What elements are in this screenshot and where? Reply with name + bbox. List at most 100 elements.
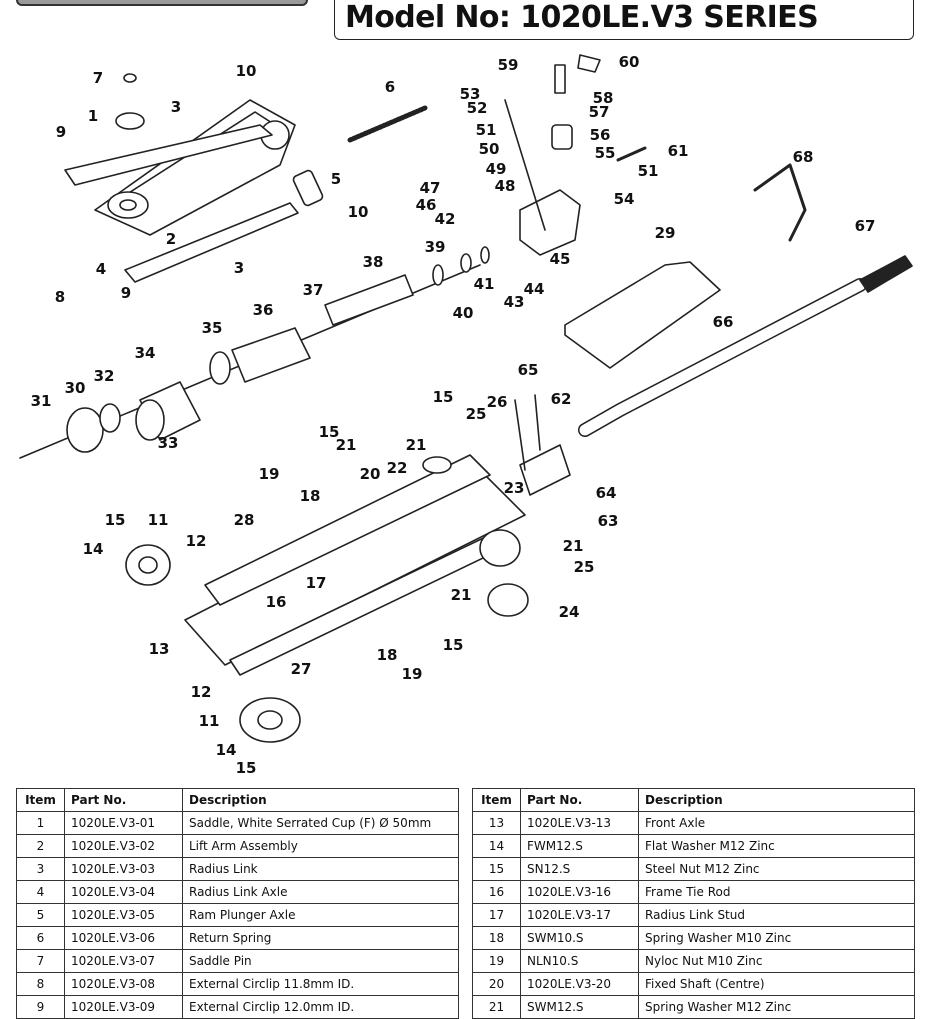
part-callout: 16 <box>266 593 287 611</box>
part-callout: 62 <box>551 390 572 408</box>
part-callout: 19 <box>402 665 423 683</box>
table-header-row: Item Part No. Description <box>472 788 915 812</box>
cell-description: Spring Washer M12 Zinc <box>638 995 915 1019</box>
cell-part-no: SWM12.S <box>520 995 639 1019</box>
cell-part-no: 1020LE.V3-04 <box>64 880 183 904</box>
header-description: Description <box>182 788 459 812</box>
part-callout: 24 <box>559 603 580 621</box>
part-callout: 43 <box>504 293 525 311</box>
part-callout: 35 <box>202 319 223 337</box>
part-callout: 25 <box>574 558 595 576</box>
part-callout: 1 <box>88 107 98 125</box>
part-callout: 4 <box>96 260 106 278</box>
cell-part-no: 1020LE.V3-01 <box>64 811 183 835</box>
part-callout: 52 <box>467 99 488 117</box>
part-callout: 10 <box>348 203 369 221</box>
part-callout: 3 <box>171 98 181 116</box>
part-callout: 22 <box>387 459 408 477</box>
cell-part-no: 1020LE.V3-09 <box>64 995 183 1019</box>
part-callout: 31 <box>31 392 52 410</box>
part-callout: 39 <box>425 238 446 256</box>
table-header-row: Item Part No. Description <box>16 788 459 812</box>
part-callouts: 1233456789910101111121213141415151515151… <box>31 53 876 777</box>
part-callout: 42 <box>435 210 456 228</box>
cell-item: 9 <box>16 995 65 1019</box>
part-callout: 44 <box>524 280 545 298</box>
part-callout: 59 <box>498 56 519 74</box>
cell-description: Frame Tie Rod <box>638 880 915 904</box>
cell-description: Return Spring <box>182 926 459 950</box>
part-callout: 66 <box>713 313 734 331</box>
part-callout: 9 <box>56 123 66 141</box>
header-part-no: Part No. <box>64 788 183 812</box>
part-callout: 5 <box>331 170 341 188</box>
part-callout: 15 <box>105 511 126 529</box>
part-callout: 54 <box>614 190 635 208</box>
cell-item: 13 <box>472 811 521 835</box>
part-callout: 13 <box>149 640 170 658</box>
part-callout: 14 <box>83 540 104 558</box>
cell-part-no: 1020LE.V3-02 <box>64 834 183 858</box>
part-callout: 60 <box>619 53 640 71</box>
cell-item: 18 <box>472 926 521 950</box>
part-callout: 46 <box>416 196 437 214</box>
part-callout: 11 <box>148 511 169 529</box>
cell-description: Saddle Pin <box>182 949 459 973</box>
cell-description: Ram Plunger Axle <box>182 903 459 927</box>
cell-description: Spring Washer M10 Zinc <box>638 926 915 950</box>
cell-description: Front Axle <box>638 811 915 835</box>
cell-part-no: NLN10.S <box>520 949 639 973</box>
part-callout: 10 <box>236 62 257 80</box>
part-callout: 14 <box>216 741 237 759</box>
header-description: Description <box>638 788 915 812</box>
part-callout: 64 <box>596 484 617 502</box>
part-callout: 23 <box>504 479 525 497</box>
part-callout: 58 <box>593 89 614 107</box>
part-callout: 18 <box>300 487 321 505</box>
cell-part-no: 1020LE.V3-07 <box>64 949 183 973</box>
part-callout: 21 <box>406 436 427 454</box>
cell-part-no: SWM10.S <box>520 926 639 950</box>
cell-item: 20 <box>472 972 521 996</box>
cell-item: 16 <box>472 880 521 904</box>
part-callout: 19 <box>259 465 280 483</box>
part-callout: 41 <box>474 275 495 293</box>
cell-item: 6 <box>16 926 65 950</box>
cell-item: 7 <box>16 949 65 973</box>
part-callout: 11 <box>199 712 220 730</box>
diagram-parts <box>19 54 913 743</box>
cell-description: Nyloc Nut M10 Zinc <box>638 949 915 973</box>
cell-item: 17 <box>472 903 521 927</box>
cell-item: 19 <box>472 949 521 973</box>
cell-item: 3 <box>16 857 65 881</box>
cell-part-no: 1020LE.V3-16 <box>520 880 639 904</box>
part-callout: 40 <box>453 304 474 322</box>
cell-part-no: 1020LE.V3-06 <box>64 926 183 950</box>
cell-part-no: 1020LE.V3-13 <box>520 811 639 835</box>
part-callout: 36 <box>253 301 274 319</box>
cell-description: Radius Link <box>182 857 459 881</box>
exploded-parts-diagram: 1233456789910101111121213141415151515151… <box>19 53 913 777</box>
part-callout: 7 <box>93 69 103 87</box>
part-callout: 65 <box>518 361 539 379</box>
cell-description: Radius Link Axle <box>182 880 459 904</box>
cell-description: External Circlip 11.8mm ID. <box>182 972 459 996</box>
part-callout: 50 <box>479 140 500 158</box>
model-title: Model No: 1020LE.V3 SERIES <box>345 0 819 35</box>
cell-item: 5 <box>16 903 65 927</box>
cell-part-no: 1020LE.V3-03 <box>64 857 183 881</box>
part-callout: 61 <box>668 142 689 160</box>
cell-description: External Circlip 12.0mm ID. <box>182 995 459 1019</box>
part-callout: 6 <box>385 78 395 96</box>
part-callout: 34 <box>135 344 156 362</box>
part-callout: 8 <box>55 288 65 306</box>
cell-item: 15 <box>472 857 521 881</box>
